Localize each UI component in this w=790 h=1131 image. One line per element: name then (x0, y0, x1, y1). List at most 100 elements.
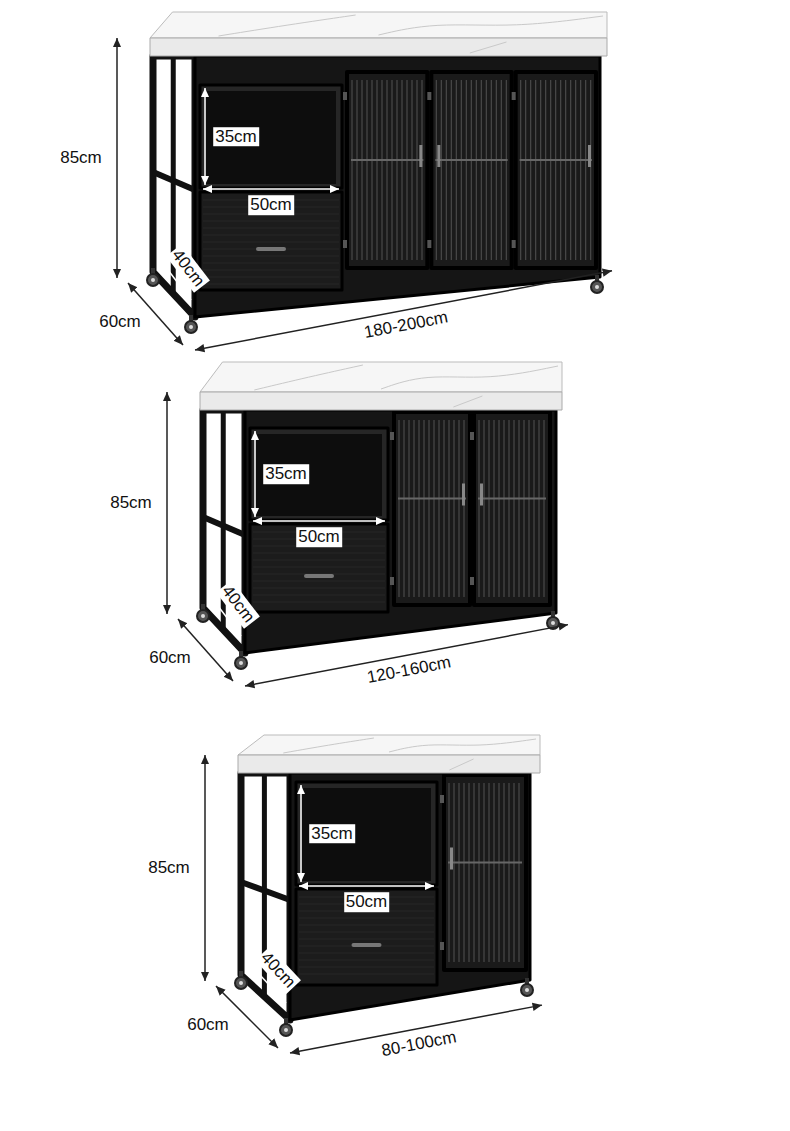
drawer-grain (203, 242, 339, 243)
fluted-glass-rib (461, 80, 462, 260)
fluted-glass-rib (580, 80, 581, 260)
height-dimension (116, 38, 118, 278)
fluted-glass-rib (486, 80, 487, 260)
fluted-glass-rib (503, 783, 504, 962)
fluted-glass-rib (418, 420, 419, 597)
fluted-glass-rib (458, 420, 459, 597)
fluted-glass-rib (381, 80, 382, 260)
hinge (470, 432, 474, 440)
fluted-glass-rib (436, 80, 437, 260)
marble-vein (219, 15, 356, 36)
caster-hub (239, 981, 243, 985)
dimension-label: 120-160cm (364, 652, 455, 688)
fluted-glass-rib (386, 80, 387, 260)
cabinet-body (290, 773, 530, 1020)
fluted-glass-rib (533, 420, 534, 597)
fluted-glass-rib (366, 80, 367, 260)
fluted-glass-rib (441, 80, 442, 260)
fluted-glass-rib (565, 80, 566, 260)
marble-vein (254, 365, 363, 390)
fluted-glass-rib (560, 80, 561, 260)
fluted-glass-rib (520, 80, 521, 260)
inner-shelf (448, 862, 522, 864)
fluted-glass-rib (523, 420, 524, 597)
caster-wheel (197, 610, 209, 622)
fluted-glass-rib (428, 420, 429, 597)
drawer-grain (253, 560, 385, 561)
glass-door (394, 412, 470, 605)
hinge (512, 240, 516, 248)
dimension-label: 50cm (248, 195, 294, 215)
drawer-grain (253, 602, 385, 603)
drawer-grain (253, 567, 385, 568)
fluted-glass-rib (555, 80, 556, 260)
open-shelf (296, 782, 437, 885)
fluted-glass-rib (483, 420, 484, 597)
fluted-glass-rib (508, 420, 509, 597)
door-handle (588, 145, 591, 167)
drawer-grain (203, 256, 339, 257)
marble-edge (238, 755, 540, 773)
fluted-glass-rib (408, 420, 409, 597)
fluted-glass-rib (498, 783, 499, 962)
hinge (427, 240, 431, 248)
caster-hub (201, 614, 205, 618)
fluted-glass-rib (448, 783, 449, 962)
door-handle (437, 145, 440, 167)
drawer-handle (256, 247, 286, 251)
caster-hub (525, 988, 529, 992)
dimension-label: 85cm (58, 148, 104, 168)
shelf-back (302, 788, 431, 881)
drawer-grain (203, 263, 339, 264)
dimension-label: 180-200cm (361, 307, 452, 343)
marble-top (200, 362, 562, 392)
fluted-glass-rib (453, 783, 454, 962)
drawer-grain (203, 235, 339, 236)
inner-shelf (351, 159, 423, 161)
marble-edge (200, 392, 562, 410)
fluted-glass-rib (513, 420, 514, 597)
fluted-glass-rib (543, 420, 544, 597)
shelf-height-dimension (300, 785, 302, 882)
width-dimension (195, 271, 612, 350)
shelf-height-dimension (204, 88, 206, 185)
marble-vein (449, 759, 473, 770)
hinge (343, 240, 347, 248)
dimension-label: 60cm (97, 312, 143, 332)
fluted-glass-rib (530, 80, 531, 260)
fluted-glass-rib (590, 80, 591, 260)
drawer-grain (253, 553, 385, 554)
fluted-glass-rib (570, 80, 571, 260)
dimension-label: 85cm (108, 493, 154, 513)
fluted-glass-rib (403, 420, 404, 597)
dimension-label: 35cm (263, 464, 309, 484)
drawer-grain (203, 277, 339, 278)
fluted-glass-rib (398, 420, 399, 597)
fluted-glass-rib (356, 80, 357, 260)
drawer-grain (299, 932, 434, 933)
marble-vein (283, 738, 374, 753)
inner-shelf (478, 498, 546, 500)
marble-top (150, 12, 607, 38)
kitchen-island (167, 362, 568, 686)
drawer-grain (299, 960, 434, 961)
dimension-label: 35cm (309, 824, 355, 844)
drawer-handle (352, 943, 382, 947)
door-handle (462, 484, 465, 506)
hinge (512, 92, 516, 100)
drawer-grain (253, 595, 385, 596)
fluted-glass-rib (468, 783, 469, 962)
dimension-label: 35cm (213, 127, 259, 147)
dimension-label: 40cm (216, 580, 259, 628)
marble-top (238, 735, 540, 755)
caster-wheel (280, 1024, 292, 1036)
fluted-glass-rib (513, 783, 514, 962)
drawer-handle (304, 574, 334, 578)
fluted-glass-rib (411, 80, 412, 260)
caster-hub (239, 661, 243, 665)
drawer-grain (203, 270, 339, 271)
fluted-glass-rib (503, 420, 504, 597)
drawer-grain (203, 228, 339, 229)
marble-vein (379, 16, 604, 35)
